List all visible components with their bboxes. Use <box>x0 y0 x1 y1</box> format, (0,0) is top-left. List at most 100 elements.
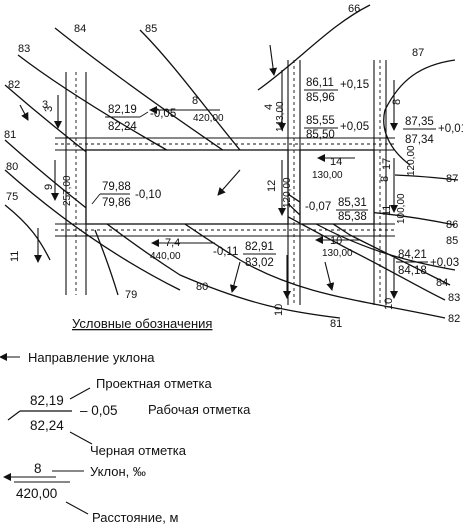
black-mark: 85,96 <box>306 92 335 104</box>
contour-label: 87 <box>446 173 458 185</box>
black-mark: 79,86 <box>102 197 131 209</box>
design-mark: 82,91 <box>245 241 274 253</box>
arrow-block-diag <box>217 169 241 196</box>
slope-9: 9 <box>43 184 55 190</box>
contour-label: 83 <box>448 292 460 304</box>
distance: 130,00 <box>312 170 343 181</box>
contour-label: 11 <box>9 251 21 262</box>
work-mark: +0,15 <box>340 79 369 91</box>
design-mark: 85,55 <box>306 115 335 127</box>
contour-label: 75 <box>6 191 18 203</box>
legend-slope-direction: Направление уклона <box>28 350 155 365</box>
contour-84 <box>54 27 451 286</box>
design-mark: 82,19 <box>108 104 137 116</box>
distance: 143,00 <box>275 101 286 132</box>
legend-distance-value: 420,00 <box>16 486 57 501</box>
contour-81 <box>4 139 341 319</box>
distance: 130,00 <box>322 248 353 259</box>
distance-values: 143,00 257,00 420,00 120,00 130,00 100,0… <box>62 101 417 262</box>
slope-10v: 10 <box>273 304 285 316</box>
contour-label: 81 <box>330 318 342 330</box>
contour-label: 80 <box>196 281 208 293</box>
contour-80 <box>4 169 181 291</box>
slope-14: 14 <box>330 156 342 168</box>
contour-label: 85 <box>145 23 157 35</box>
work-mark: -0,11 <box>213 246 238 258</box>
arrow-diag-tl <box>19 104 29 121</box>
work-mark: -0,05 <box>150 108 176 120</box>
contour-label: 87 <box>412 47 424 59</box>
contour-75 <box>4 204 51 261</box>
contour-label: 79 <box>125 289 137 301</box>
legend-title: Условные обозначения <box>72 316 212 331</box>
design-mark: 87,35 <box>405 116 434 128</box>
legend-work-value: – 0,05 <box>80 403 118 418</box>
black-mark: 82,24 <box>108 121 137 133</box>
work-mark: +0,05 <box>340 121 369 133</box>
legend-distance-label: Расстояние, м <box>92 510 178 525</box>
contour-label: 83 <box>18 43 30 55</box>
work-mark: -0,07 <box>305 201 331 213</box>
black-mark: 83,02 <box>245 257 274 269</box>
arrow-down-1 <box>229 261 241 293</box>
black-mark: 85,50 <box>306 129 335 141</box>
contour-label: 80 <box>6 161 18 173</box>
contour-82 <box>4 84 446 319</box>
contour-lines <box>4 4 459 319</box>
black-mark: 84,18 <box>398 265 427 277</box>
contour-label: 84 <box>436 277 448 289</box>
contour-79 <box>94 229 119 296</box>
contour-85 <box>139 29 456 271</box>
slope-10r: 10 <box>383 298 395 310</box>
legend-slope-label: Уклон, ‰ <box>90 464 146 479</box>
contour-labels: 66 83 84 85 87 82 3 81 80 75 11 79 80 81… <box>4 3 460 330</box>
distance: 100,00 <box>396 193 407 224</box>
contour-label: 86 <box>446 219 458 231</box>
design-mark: 79,88 <box>102 181 131 193</box>
distance: 120,00 <box>282 177 293 208</box>
design-mark: 84,21 <box>398 249 427 261</box>
slope-12: 12 <box>266 180 278 192</box>
roads <box>55 60 395 305</box>
work-mark: +0,01 <box>438 123 463 135</box>
slope-11: 11 <box>381 205 393 216</box>
slope-arrows <box>19 44 398 299</box>
legend-slope-value: 8 <box>34 461 42 476</box>
distance: 440,00 <box>150 251 181 262</box>
contour-label: 3 <box>42 99 48 111</box>
distance: 420,00 <box>193 113 224 124</box>
slope-8r: 8 <box>391 99 403 105</box>
legend-design-label: Проектная отметка <box>96 376 212 391</box>
slope-8top: 8 <box>192 95 198 107</box>
legend-design-value: 82,19 <box>30 393 64 408</box>
contour-label: 84 <box>74 23 86 35</box>
contour-label: 85 <box>446 235 458 247</box>
black-mark: 87,34 <box>405 134 434 146</box>
legend-work-label: Рабочая отметка <box>148 402 251 417</box>
contour-87b <box>394 174 459 181</box>
slope-3: 3 <box>43 106 55 112</box>
contour-label: 82 <box>448 313 460 325</box>
slope-10: 10 <box>330 235 342 247</box>
slope-values: 3 4 8 9 12 14 10 11 17 8 7,4 10 10 8 <box>43 95 403 316</box>
slope-74: 7,4 <box>165 237 180 249</box>
slope-8b: 8 <box>379 176 391 182</box>
contour-66 <box>257 4 371 91</box>
elevation-marks: 82,19 82,24 -0,05 86,11 85,96 +0,15 85,5… <box>91 77 463 277</box>
legend-black-label: Черная отметка <box>90 443 187 458</box>
distance: 257,00 <box>62 175 73 206</box>
arrow-85 <box>269 44 278 76</box>
slope-17: 17 <box>381 158 393 170</box>
contour-label: 66 <box>348 3 360 15</box>
work-mark: -0,10 <box>135 189 161 201</box>
design-mark: 85,31 <box>338 197 367 209</box>
arrow-down-2 <box>324 261 335 291</box>
contour-label: 82 <box>8 79 20 91</box>
legend-black-value: 82,24 <box>30 418 64 433</box>
black-mark: 85,38 <box>338 211 367 223</box>
slope-4: 4 <box>263 104 275 110</box>
contour-label: 81 <box>4 129 16 141</box>
distance: 120,00 <box>406 145 417 176</box>
work-mark: +0,03 <box>430 257 459 269</box>
